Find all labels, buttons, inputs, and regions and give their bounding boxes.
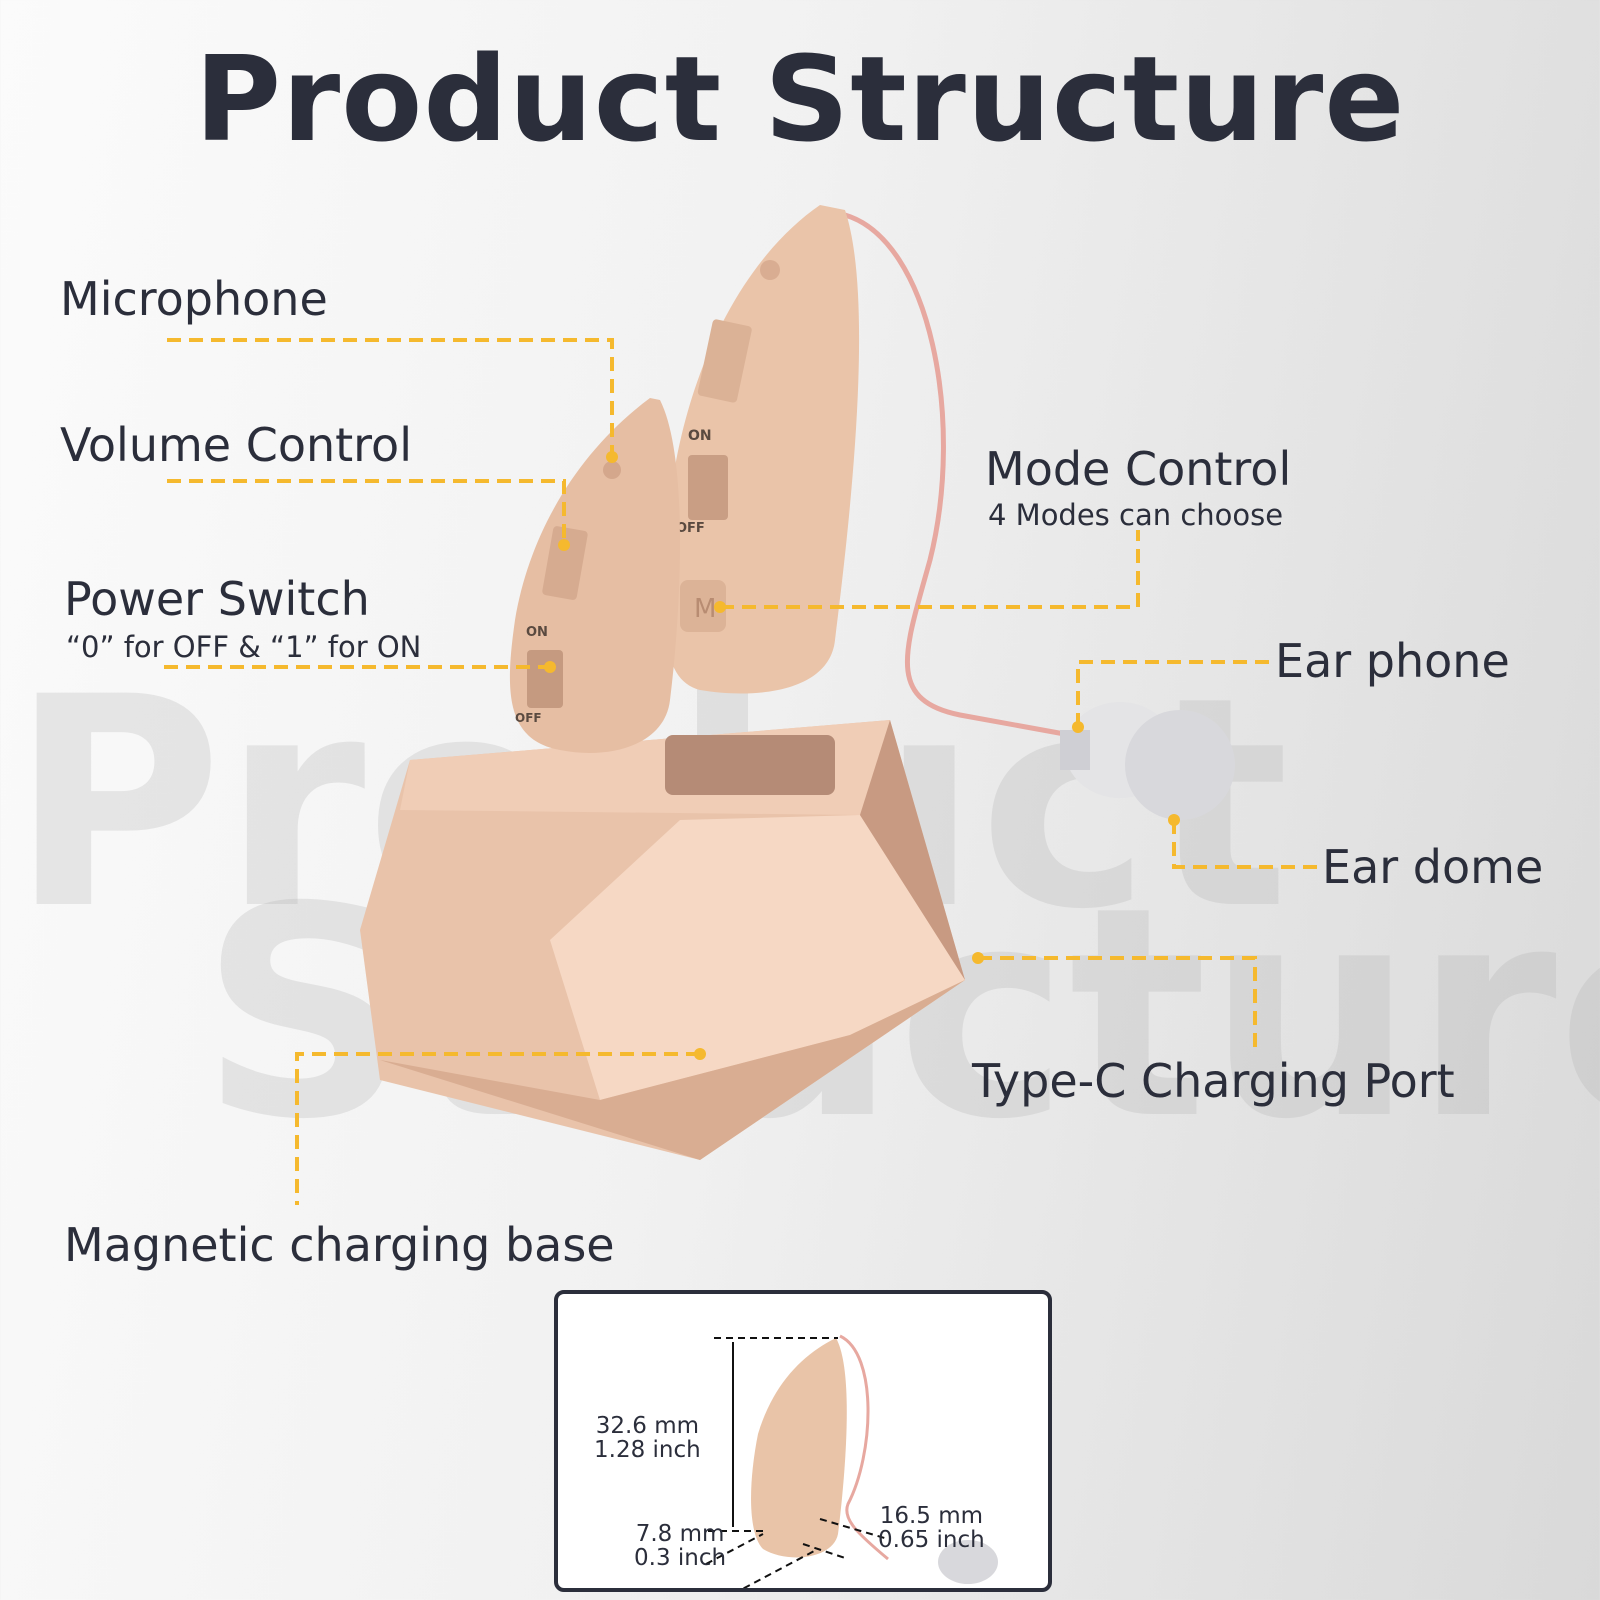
svg-text:OFF: OFF: [676, 521, 705, 536]
svg-text:OFF: OFF: [515, 711, 542, 725]
label-power-switch: Power Switch: [64, 572, 370, 626]
label-microphone: Microphone: [60, 272, 328, 326]
ear-dome: [1060, 702, 1235, 820]
dimension-inset: 32.6 mm 1.28 inch 7.8 mm 0.3 inch 16.5 m…: [554, 1290, 1052, 1592]
svg-text:ON: ON: [688, 428, 712, 444]
charging-base: [360, 720, 965, 1160]
mode-control-note: 4 Modes can choose: [988, 498, 1284, 532]
label-mode-control: Mode Control: [985, 442, 1292, 496]
inset-illustration: [705, 1334, 998, 1588]
svg-text:ON: ON: [526, 625, 548, 640]
label-ear-dome: Ear dome: [1322, 840, 1544, 894]
label-ear-phone: Ear phone: [1275, 634, 1510, 688]
height-dimension: 32.6 mm 1.28 inch: [594, 1413, 701, 1463]
mode-mark: M: [694, 594, 716, 624]
label-charging-port: Type-C Charging Port: [972, 1054, 1455, 1108]
page-title: Product Structure: [194, 30, 1406, 168]
label-charging-base: Magnetic charging base: [64, 1218, 615, 1272]
width-dimension: 16.5 mm 0.65 inch: [878, 1503, 985, 1553]
label-volume-control: Volume Control: [60, 418, 412, 472]
thickness-dimension: 7.8 mm 0.3 inch: [634, 1521, 727, 1571]
power-switch-note: “0” for OFF & “1” for ON: [66, 630, 422, 664]
